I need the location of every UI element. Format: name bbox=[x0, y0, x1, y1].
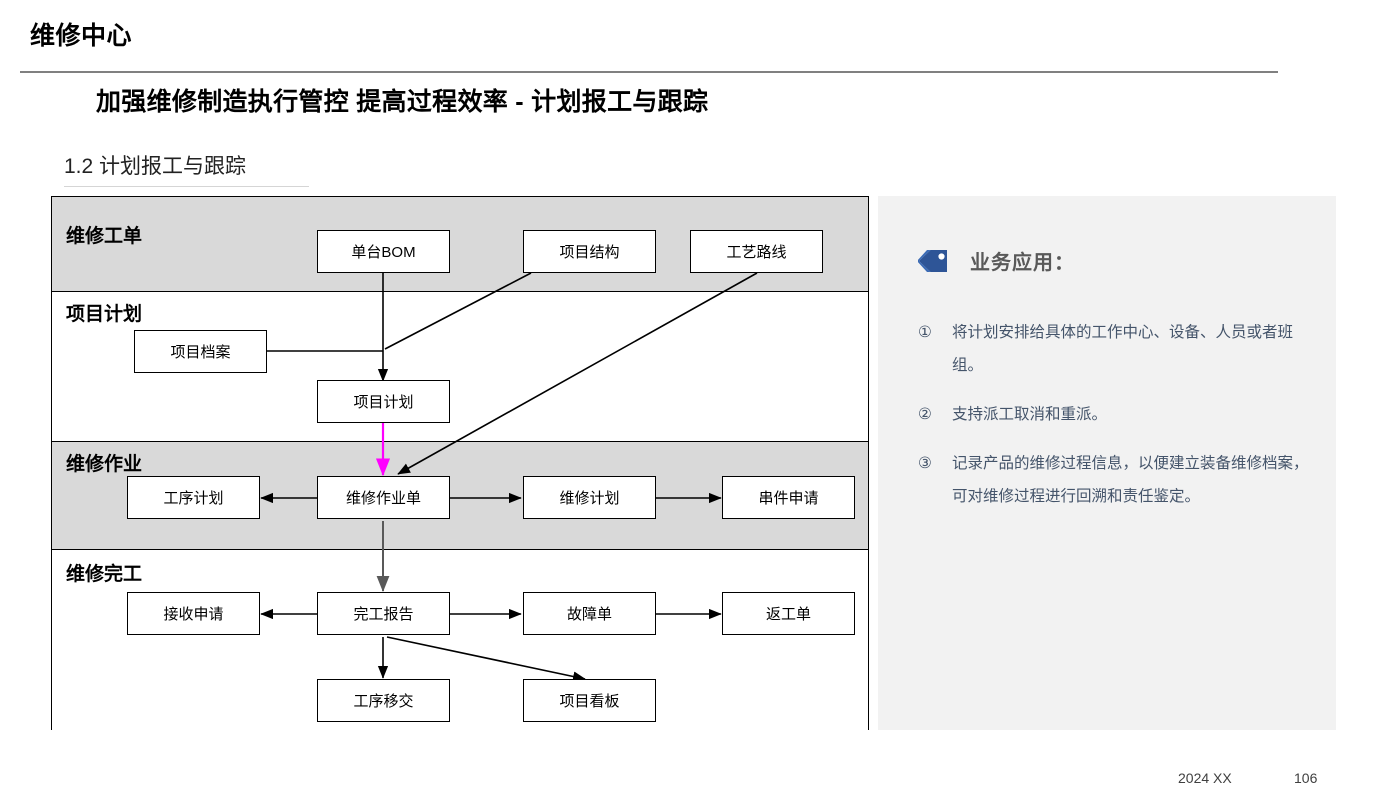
node-fangong-dan[interactable]: 返工单 bbox=[722, 592, 855, 635]
band-divider-1 bbox=[52, 291, 868, 292]
footer-page-number: 106 bbox=[1294, 770, 1318, 786]
node-gongxu-jihua[interactable]: 工序计划 bbox=[127, 476, 260, 519]
list-item: ③ 记录产品的维修过程信息，以便建立装备维修档案，可对维修过程进行回溯和责任鉴定… bbox=[918, 447, 1310, 513]
node-xiangmu-jiegou[interactable]: 项目结构 bbox=[523, 230, 656, 273]
node-xiangmu-dangan[interactable]: 项目档案 bbox=[134, 330, 267, 373]
node-gongyi-luxian[interactable]: 工艺路线 bbox=[690, 230, 823, 273]
node-xiangmu-kanban[interactable]: 项目看板 bbox=[523, 679, 656, 722]
node-weixiu-jihua[interactable]: 维修计划 bbox=[523, 476, 656, 519]
band-label-repair-finish: 维修完工 bbox=[66, 564, 143, 585]
footer-date: 2024 XX bbox=[1178, 770, 1232, 786]
list-item: ② 支持派工取消和重派。 bbox=[918, 398, 1310, 431]
list-item: ① 将计划安排给具体的工作中心、设备、人员或者班组。 bbox=[918, 316, 1310, 382]
list-item-marker: ② bbox=[918, 406, 932, 423]
node-guzhang-dan[interactable]: 故障单 bbox=[523, 592, 656, 635]
panel-heading-text: 业务应用： bbox=[970, 252, 1075, 274]
band-divider-3 bbox=[52, 549, 868, 550]
panel-heading-row: 业务应用： bbox=[918, 246, 1075, 275]
section-subtitle: 1.2 计划报工与跟踪 bbox=[64, 155, 247, 178]
list-item-marker: ③ bbox=[918, 455, 932, 472]
swimlane-band-repair-finish bbox=[52, 549, 868, 730]
header-divider bbox=[20, 71, 1278, 73]
band-label-repair-work: 维修作业 bbox=[66, 454, 143, 475]
node-jieshou-shenqing[interactable]: 接收申请 bbox=[127, 592, 260, 635]
band-label-repair-order: 维修工单 bbox=[66, 226, 143, 247]
node-gongxu-yijiao[interactable]: 工序移交 bbox=[317, 679, 450, 722]
page-title: 维修中心 bbox=[30, 22, 133, 50]
list-item-text: 将计划安排给具体的工作中心、设备、人员或者班组。 bbox=[952, 324, 1294, 374]
list-item-marker: ① bbox=[918, 324, 932, 341]
node-chuanjian-shenqing[interactable]: 串件申请 bbox=[722, 476, 855, 519]
slide-title: 加强维修制造执行管控 提高过程效率 - 计划报工与跟踪 bbox=[96, 88, 709, 116]
business-application-panel: 业务应用： ① 将计划安排给具体的工作中心、设备、人员或者班组。 ② 支持派工取… bbox=[878, 196, 1336, 730]
band-divider-2 bbox=[52, 441, 868, 442]
band-label-project-plan: 项目计划 bbox=[66, 304, 143, 325]
node-xiangmu-jihua[interactable]: 项目计划 bbox=[317, 380, 450, 423]
business-application-list: ① 将计划安排给具体的工作中心、设备、人员或者班组。 ② 支持派工取消和重派。 … bbox=[918, 316, 1310, 529]
node-dantai-bom[interactable]: 单台BOM bbox=[317, 230, 450, 273]
list-item-text: 支持派工取消和重派。 bbox=[952, 406, 1108, 423]
section-subtitle-underline bbox=[64, 186, 309, 187]
list-item-text: 记录产品的维修过程信息，以便建立装备维修档案，可对维修过程进行回溯和责任鉴定。 bbox=[952, 455, 1309, 505]
process-diagram: 维修工单 项目计划 维修作业 维修完工 bbox=[51, 196, 869, 730]
node-wangong-baogao[interactable]: 完工报告 bbox=[317, 592, 450, 635]
tag-icon bbox=[918, 249, 948, 273]
node-weixiu-zuoye-dan[interactable]: 维修作业单 bbox=[317, 476, 450, 519]
